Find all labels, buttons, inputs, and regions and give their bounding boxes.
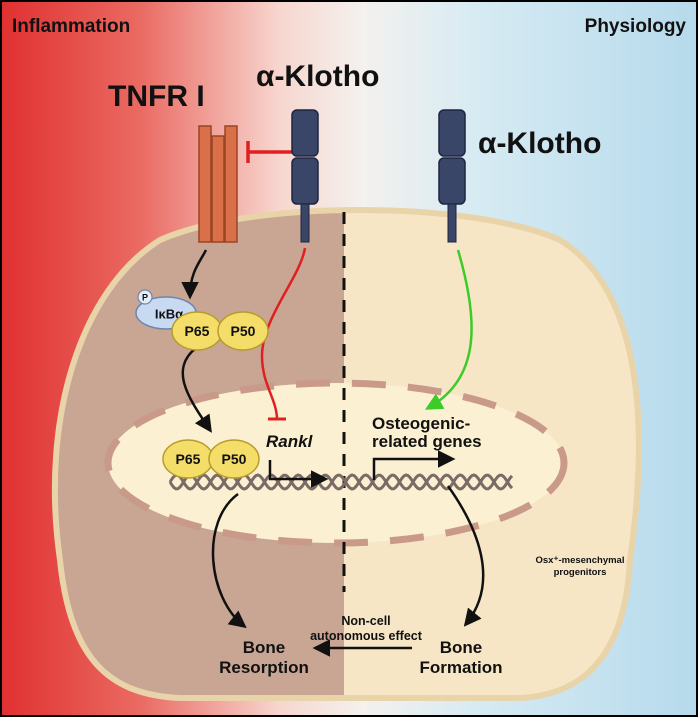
p50-nuc-shape <box>208 439 260 479</box>
p65-nuc-label: P65 <box>176 451 201 467</box>
klotho-right-tm <box>447 203 457 243</box>
effect-label-1: Non-cell <box>341 614 390 628</box>
klotho-activates-osteogenic <box>424 249 473 410</box>
osteogenic-label-1: Osteogenic- <box>372 414 470 433</box>
p50-cyto-shape <box>217 311 269 351</box>
to-bone-resorption-arrow <box>211 492 247 629</box>
progenitor-label-1: Osx⁺-mesenchymal <box>536 555 625 566</box>
klotho-right-kl2 <box>438 157 466 205</box>
klotho-left-kl1 <box>291 109 319 157</box>
p50-nuc-label: P50 <box>222 451 247 467</box>
klotho-left <box>291 109 319 243</box>
tnfr-helix-1 <box>198 125 212 243</box>
klotho-inhibits-rankl <box>260 247 307 419</box>
nucleus-body <box>108 383 564 543</box>
phospho-label: P <box>142 293 148 303</box>
formation-label-1: Bone <box>440 638 483 657</box>
klotho-left-tm <box>300 203 310 243</box>
klotho-left-label: α-Klotho <box>256 60 379 93</box>
p65-cyto-label: P65 <box>185 323 210 339</box>
phospho-circle <box>137 289 153 305</box>
rankl-transcription-arrow <box>268 460 329 488</box>
osteogenic-label-2: related genes <box>372 432 482 451</box>
inflammation-label: Inflammation <box>12 16 130 37</box>
resorption-label-1: Bone <box>243 638 286 657</box>
nfkb-nucleus: P65 P50 <box>162 439 260 479</box>
p50-cyto-label: P50 <box>231 323 256 339</box>
formation-label-2: Formation <box>419 658 502 677</box>
to-bone-formation-arrow <box>446 485 485 627</box>
klotho-left-kl2 <box>291 157 319 205</box>
klotho-right-kl1 <box>438 109 466 157</box>
klotho-tnfr-inhibition <box>246 141 292 163</box>
dna-strand-a <box>168 473 514 491</box>
ikba-label: IκBα <box>155 307 183 322</box>
progenitor-label-2: progenitors <box>554 567 607 578</box>
tnfr-to-nfkb-arrow <box>181 249 208 300</box>
effect-label-2: autonomous effect <box>310 629 423 643</box>
osteo-transcription-arrow <box>372 450 456 480</box>
cell-membrane <box>51 207 642 701</box>
nuclear-envelope <box>104 379 568 547</box>
resorption-label-2: Resorption <box>219 658 309 677</box>
tnfr-helix-2 <box>211 135 225 243</box>
tnfr-receptor <box>198 125 238 243</box>
tnfr-helix-3 <box>224 125 238 243</box>
rankl-label: Rankl <box>266 432 314 451</box>
klotho-right-label: α-Klotho <box>478 127 601 160</box>
nfkb-to-nucleus-arrow <box>181 347 212 433</box>
klotho-right <box>438 109 466 243</box>
nucleus <box>104 379 568 547</box>
nfkb-cytoplasm: P65 P50 <box>171 311 269 351</box>
physiology-label: Physiology <box>585 16 687 37</box>
tnfr-label: TNFR I <box>108 80 205 113</box>
